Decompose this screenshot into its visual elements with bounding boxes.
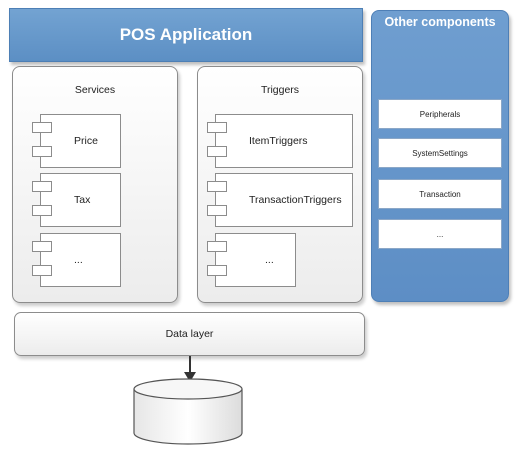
item-triggers-tab-bottom: [207, 146, 227, 157]
transaction-triggers-label: TransactionTriggers: [249, 194, 342, 206]
transaction-triggers-tab-top: [207, 181, 227, 192]
transaction-triggers-tab-bottom: [207, 205, 227, 216]
other-components-panel: Other components Peripherals SystemSetti…: [371, 10, 509, 302]
system-settings-label: SystemSettings: [412, 148, 468, 158]
peripherals-label: Peripherals: [419, 109, 461, 119]
other-components-title: Other components: [384, 15, 496, 29]
item-triggers-label: ItemTriggers: [249, 135, 308, 147]
transaction-box: Transaction: [378, 179, 502, 209]
transaction-triggers-component: [215, 173, 353, 227]
pos-application-title: POS Application: [119, 25, 253, 44]
tax-component: [40, 173, 121, 227]
triggers-title: Triggers: [260, 84, 300, 96]
tax-component-tab-bottom: [32, 205, 52, 216]
data-layer-label: Data layer: [165, 328, 214, 340]
database-icon: [133, 378, 243, 445]
item-triggers-tab-top: [207, 122, 227, 133]
system-settings-box: SystemSettings: [378, 138, 502, 168]
database-top: [133, 378, 243, 400]
price-component-tab-bottom: [32, 146, 52, 157]
price-component-tab-top: [32, 122, 52, 133]
data-layer-box: Data layer: [14, 312, 365, 356]
tax-component-tab-top: [32, 181, 52, 192]
triggers-more-component: [215, 233, 296, 287]
services-more-tab-bottom: [32, 265, 52, 276]
services-title: Services: [74, 84, 116, 96]
transaction-label: Transaction: [419, 189, 461, 199]
services-more-tab-top: [32, 241, 52, 252]
arrow-head: [184, 372, 196, 382]
pos-application-header: POS Application: [9, 8, 363, 62]
price-component: [40, 114, 121, 168]
tax-label: Tax: [74, 194, 91, 206]
other-more-label: ...: [436, 229, 444, 239]
triggers-more-tab-top: [207, 241, 227, 252]
other-more-box: ...: [378, 219, 502, 249]
peripherals-box: Peripherals: [378, 99, 502, 129]
item-triggers-component: [215, 114, 353, 168]
services-more-label: ...: [74, 254, 83, 266]
triggers-more-label: ...: [265, 254, 274, 266]
services-more-component: [40, 233, 121, 287]
database-body: [133, 389, 243, 445]
data-flow-arrow: [184, 356, 196, 382]
price-label: Price: [74, 135, 98, 147]
triggers-more-tab-bottom: [207, 265, 227, 276]
